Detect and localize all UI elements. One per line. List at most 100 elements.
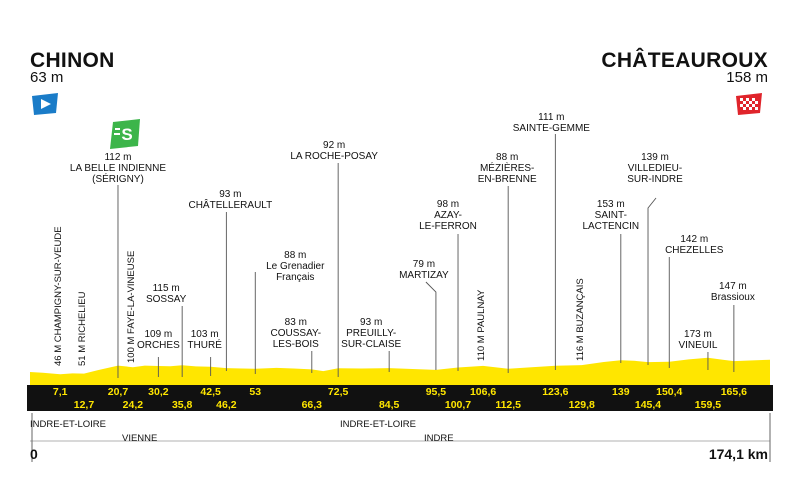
place-altitude: 109 m <box>144 329 173 340</box>
place-name: MÉZIÈRES- <box>479 163 535 174</box>
place-label-vertical: 100 m FAYE-LA-VINEUSE <box>126 251 137 363</box>
place-altitude: 139 m <box>641 152 669 163</box>
place-altitude: 153 m <box>596 199 625 210</box>
place-altitude: 93 m <box>360 317 383 328</box>
place-altitude: 100 m <box>125 336 137 363</box>
km-tick: 42,5 <box>200 386 221 398</box>
place-name: AZAY- <box>434 210 462 221</box>
place-altitude: 111 m <box>538 112 565 123</box>
place-name: MARTIZAY <box>399 270 449 281</box>
place-altitude: 88 m <box>496 152 519 163</box>
place-name: COUSSAY- <box>270 328 322 339</box>
km-tick: 145,4 <box>634 399 662 411</box>
region-label: INDRE-ET-LOIRE <box>340 419 417 430</box>
place-name: Français <box>276 272 315 283</box>
place-name: PAULNAY <box>476 289 488 333</box>
place-name: SUR-INDRE <box>627 174 683 185</box>
start-city: CHINON <box>30 49 115 72</box>
place-name: Brassioux <box>710 292 755 303</box>
km-tick: 123,6 <box>542 386 569 398</box>
km-tick: 150,4 <box>656 386 683 398</box>
km-tick: 95,5 <box>425 386 447 398</box>
place-altitude: 103 m <box>190 329 219 340</box>
place-altitude: 98 m <box>436 199 460 210</box>
place-altitude: 116 m <box>574 335 586 361</box>
distance-start: 0 <box>30 446 38 462</box>
km-tick: 53 <box>249 386 262 398</box>
region-label: VIENNE <box>122 433 158 444</box>
place-label-vertical: 51 m RICHELIEU <box>77 292 88 366</box>
km-tick: 139 <box>612 386 630 398</box>
km-tick: 100,7 <box>444 399 472 411</box>
place-altitude: 46 m <box>53 344 65 366</box>
place-name: FAYE-LA-VINEUSE <box>125 250 137 334</box>
place-name: LA ROCHE-POSAY <box>290 151 378 162</box>
place-name: SOSSAY <box>145 294 187 305</box>
place-altitude: 51 m <box>76 344 88 366</box>
km-tick: 24,2 <box>122 399 144 411</box>
place-name: CHAMPIGNY-SUR-VEUDE <box>53 226 65 343</box>
region-label: INDRE <box>424 433 454 444</box>
sprint-icon: S <box>110 119 140 149</box>
place-name: LE-FERRON <box>419 221 477 232</box>
km-tick: 72,5 <box>327 386 349 398</box>
place-label-vertical: 46 m CHAMPIGNY-SUR-VEUDE <box>53 226 64 366</box>
svg-text:S: S <box>121 125 132 144</box>
place-name: SAINTE-GEMME <box>512 123 590 134</box>
km-tick: 112,5 <box>495 399 522 411</box>
finish-city: CHÂTEAUROUX <box>601 49 768 72</box>
place-name: CHEZELLES <box>665 245 724 256</box>
km-tick: 20,7 <box>107 386 129 398</box>
km-tick: 46,2 <box>216 399 237 411</box>
place-label-vertical: 110 m PAULNAY <box>476 290 487 361</box>
km-tick: 106,6 <box>469 386 497 398</box>
place-name: EN-BRENNE <box>477 174 537 185</box>
place-name: PREUILLY- <box>346 328 397 339</box>
place-name: RICHELIEU <box>76 291 88 343</box>
finish-altitude: 158 m <box>726 69 768 86</box>
km-tick: 129,8 <box>568 399 595 411</box>
elevation-area <box>30 357 770 385</box>
place-name: LA BELLE INDIENNE <box>69 163 167 174</box>
km-tick: 35,8 <box>171 399 193 411</box>
place-name: SUR-CLAISE <box>341 339 402 350</box>
place-name: THURÉ <box>187 340 222 351</box>
place-name: SAINT- <box>594 210 627 221</box>
place-name: BUZANÇAIS <box>574 278 586 333</box>
place-name: (SÉRIGNY) <box>92 174 144 185</box>
place-name: VINEUIL <box>678 340 718 351</box>
place-leader-line <box>425 281 437 370</box>
place-name: Le Grenadier <box>266 261 325 272</box>
distance-band <box>27 385 773 411</box>
km-tick: 30,2 <box>148 386 169 398</box>
km-tick: 84,5 <box>378 399 400 411</box>
place-altitude: 88 m <box>284 250 307 261</box>
place-name: ORCHES <box>136 340 180 351</box>
km-tick: 165,6 <box>720 386 747 398</box>
place-altitude: 115 m <box>152 283 180 294</box>
place-altitude: 92 m <box>323 140 346 151</box>
place-altitude: 112 m <box>104 152 132 163</box>
place-altitude: 147 m <box>718 281 747 292</box>
km-tick: 12,7 <box>73 399 95 411</box>
place-altitude: 142 m <box>680 234 709 245</box>
place-altitude: 83 m <box>284 317 307 328</box>
km-tick: 159,5 <box>694 399 722 411</box>
